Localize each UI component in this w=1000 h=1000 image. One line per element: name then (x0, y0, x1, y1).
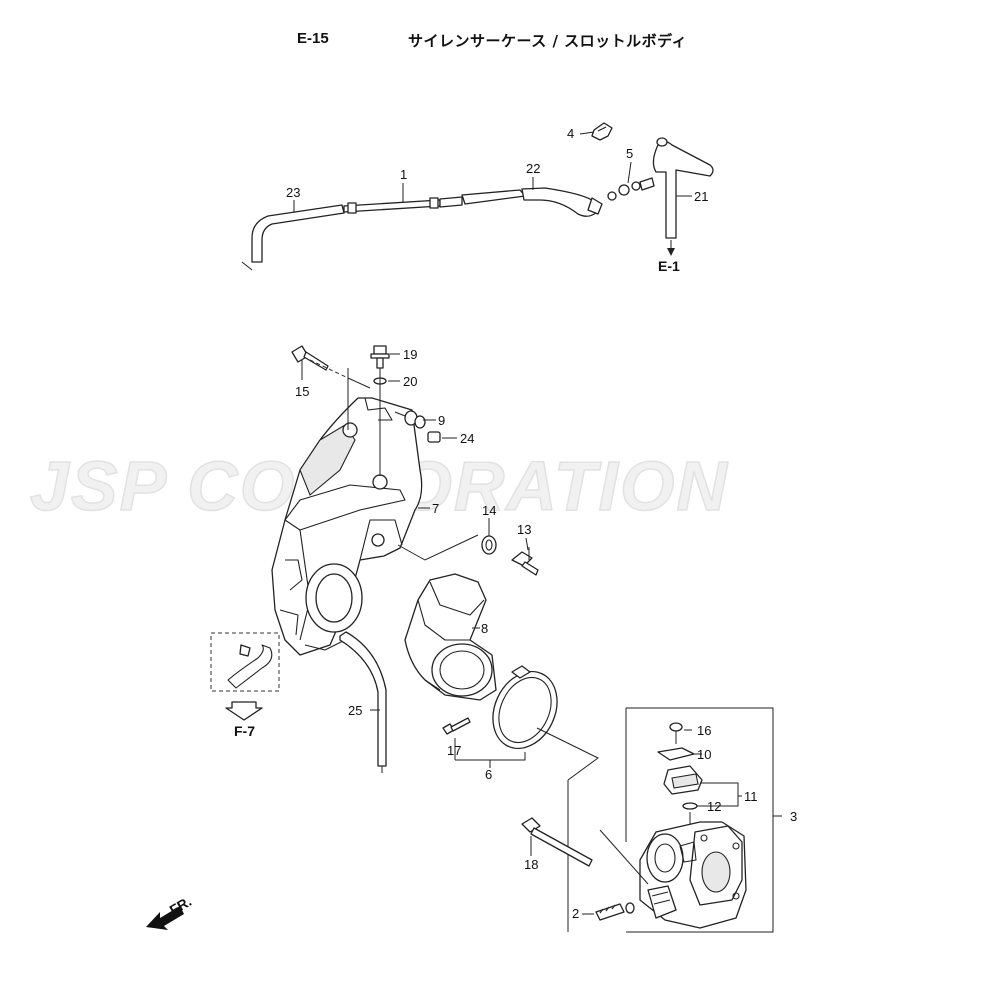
callout-24: 24 (460, 431, 474, 446)
bolt-15 (291, 345, 329, 380)
fitting-5a (607, 191, 617, 201)
callout-labels: 1 2 3 4 5 6 7 8 9 10 11 12 13 14 15 16 1… (286, 126, 797, 921)
reference-f7[interactable]: F-7 (234, 723, 255, 739)
o-ring-12 (682, 802, 698, 810)
intake-duct-8 (404, 573, 497, 701)
tube-1 (343, 199, 441, 213)
bolt-19 (370, 345, 390, 369)
callout-23: 23 (286, 185, 300, 200)
callout-15: 15 (295, 384, 309, 399)
hose-22 (461, 189, 526, 205)
sensor-11 (663, 765, 703, 795)
page-code: E-15 (297, 30, 329, 47)
bolt-18 (521, 817, 593, 867)
collar-24 (427, 431, 441, 443)
callout-6: 6 (485, 767, 492, 782)
callout-10: 10 (697, 747, 711, 762)
hose-23 (251, 204, 345, 263)
idle-screw-2 (586, 902, 635, 921)
callout-20: 20 (403, 374, 417, 389)
callout-2: 2 (572, 906, 579, 921)
page-title: サイレンサーケース / スロットルボディ (408, 32, 688, 50)
fitting-5b (618, 184, 630, 196)
callout-25: 25 (348, 703, 362, 718)
callout-4: 4 (567, 126, 574, 141)
callout-14: 14 (482, 503, 496, 518)
callout-17: 17 (447, 743, 461, 758)
callout-5: 5 (626, 146, 633, 161)
grommet-9 (404, 410, 426, 429)
callout-16: 16 (697, 723, 711, 738)
reference-e1[interactable]: E-1 (658, 258, 680, 274)
callout-9: 9 (438, 413, 445, 428)
throttle-body-group (536, 707, 782, 933)
hose-25 (339, 631, 387, 773)
plate-10 (657, 747, 695, 761)
callout-8: 8 (481, 621, 488, 636)
clamp-ring-6 (492, 665, 558, 750)
callout-11: 11 (744, 789, 758, 804)
breather-hose-assembly (241, 122, 714, 271)
callout-12: 12 (707, 799, 721, 814)
callout-3: 3 (790, 809, 797, 824)
screw-16 (669, 722, 683, 744)
leader-lines (293, 131, 692, 915)
bolt-13 (511, 547, 539, 576)
callout-21: 21 (694, 189, 708, 204)
front-direction-arrow: FR. (146, 893, 194, 930)
reference-box-f7 (210, 632, 280, 721)
callout-13: 13 (517, 522, 531, 537)
silencer-case-7 (271, 397, 423, 656)
callout-1: 1 (400, 167, 407, 182)
grommet-14 (481, 535, 497, 555)
screw-17 (442, 717, 471, 760)
callout-7: 7 (432, 501, 439, 516)
callout-22: 22 (526, 161, 540, 176)
callout-19: 19 (403, 347, 417, 362)
callout-18: 18 (524, 857, 538, 872)
clip-4 (591, 122, 613, 141)
